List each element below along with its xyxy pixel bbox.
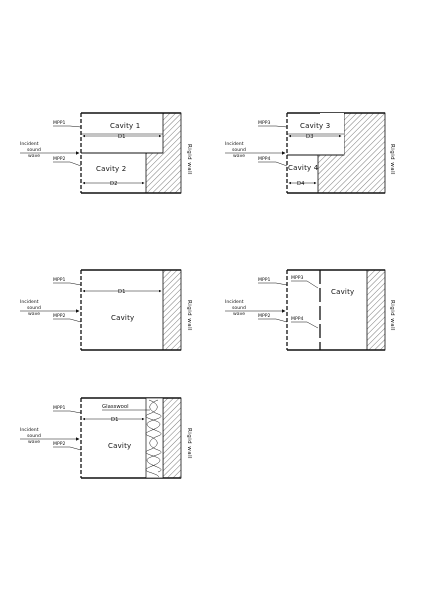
cavity1-label: Cavity 1 [110,122,140,130]
panel-double-cavity-stepped: D3 D4 Cavity 3 Cavity 4 MPP3 MPP4 Incide… [225,112,395,194]
svg-text:wave: wave [28,154,40,159]
mpp2-label: MPP2 [258,313,271,319]
cavity2-label: Cavity 2 [96,165,126,173]
rigid-wall-label: Rigid wall [389,300,395,331]
svg-text:wave: wave [233,154,245,159]
svg-text:sound: sound [27,305,41,311]
d4-label: D4 [297,181,305,187]
svg-text:wave: wave [28,440,40,445]
d2-label: D2 [110,181,117,187]
panel-double-cavity-stacked: D1 D2 Cavity 1 Cavity 2 MPP1 MPP2 Incide… [20,112,192,194]
rigid-wall-label: Rigid wall [389,144,395,175]
incident-label: Incident [20,299,39,305]
glasswool-label: Glasswool [102,404,129,410]
rigid-wall-label: Rigid wall [186,144,192,175]
mpp3-label: MPP3 [258,120,271,126]
cavity3-label: Cavity 3 [300,122,330,130]
incident-label: Incident [225,141,244,147]
mpp2-label: MPP2 [53,313,66,319]
panel-glasswool: D1 Cavity Glasswool MPP1 MPP2 Incident s… [20,397,192,479]
cavity-label: Cavity [108,442,131,450]
panel-series-mpp: Cavity MPP3 MPP4 MPP1 MPP2 Incident soun… [225,269,395,351]
cavity4-label: Cavity 4 [288,164,319,172]
rigid-wall-label: Rigid wall [186,300,192,331]
mpp1-label: MPP1 [53,405,66,411]
svg-text:wave: wave [28,312,40,317]
mpp1-label: MPP1 [53,277,66,283]
mpp1-label: MPP1 [258,277,271,283]
d1-label: D1 [118,134,125,140]
mpp4-label: MPP4 [258,156,271,162]
cavity-label: Cavity [331,288,354,296]
mpp2-label: MPP2 [53,156,66,162]
mpp1-label: MPP1 [53,120,66,126]
incident-label: Incident [225,299,244,305]
svg-text:sound: sound [27,433,41,439]
svg-text:sound: sound [232,305,246,311]
incident-label: Incident [20,141,39,147]
panel-single-cavity: D1 Cavity MPP1 MPP2 Incident sound wave … [20,269,192,351]
mpp2-label: MPP2 [53,441,66,447]
svg-text:sound: sound [232,147,246,153]
d1-label: D1 [118,289,125,295]
d3-label: D3 [306,134,313,140]
rigid-wall-label: Rigid wall [186,428,192,459]
svg-text:sound: sound [27,147,41,153]
mpp3-label: MPP3 [291,275,304,281]
svg-text:wave: wave [233,312,245,317]
mpp4-label: MPP4 [291,316,304,322]
incident-label: Incident [20,427,39,433]
d1-label: D1 [111,417,118,423]
cavity-label: Cavity [111,314,134,322]
